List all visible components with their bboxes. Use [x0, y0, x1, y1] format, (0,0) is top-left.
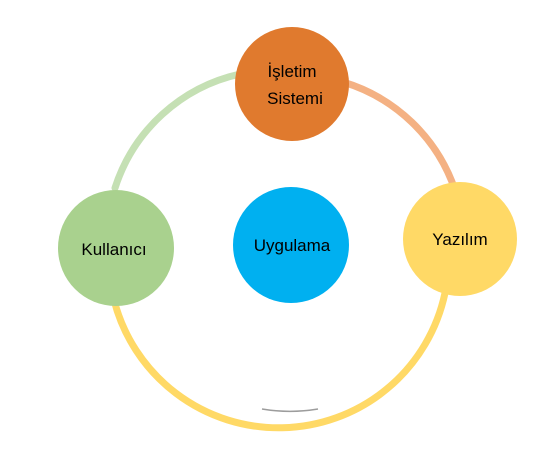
- node-software[interactable]: Yazılım: [403, 182, 517, 296]
- node-operating-system-label-line1: İşletim: [267, 62, 316, 81]
- node-software-label: Yazılım: [432, 230, 487, 249]
- node-operating-system-circle: [235, 27, 349, 141]
- node-application[interactable]: Uygulama: [233, 187, 349, 303]
- ring-arc-user-to-os: [111, 70, 244, 192]
- node-application-circle: [233, 187, 349, 303]
- node-user[interactable]: Kullanıcı: [58, 190, 174, 306]
- node-software-circle: [403, 182, 517, 296]
- ring-arc-os-to-software: [339, 78, 459, 194]
- ring-arc-bottom-shadow: [261, 408, 319, 413]
- node-user-circle: [58, 190, 174, 306]
- node-operating-system[interactable]: İşletim Sistemi: [235, 27, 349, 141]
- node-application-label: Uygulama: [254, 236, 331, 255]
- node-operating-system-label-line2: Sistemi: [267, 89, 323, 108]
- ring-arc-software-to-user: [110, 289, 449, 432]
- node-user-label: Kullanıcı: [81, 240, 146, 259]
